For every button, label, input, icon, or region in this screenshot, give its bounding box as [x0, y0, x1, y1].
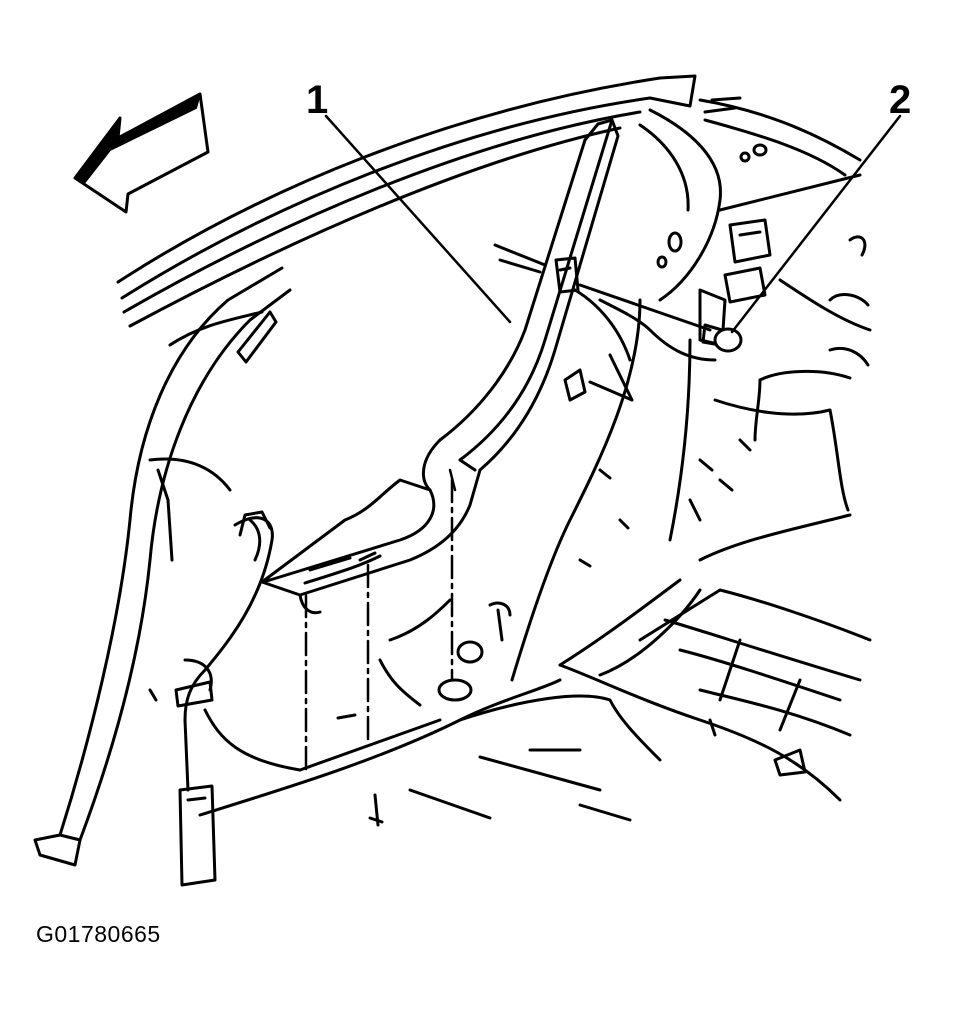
retaining-screw — [580, 285, 741, 351]
rear-roof-area — [700, 98, 870, 365]
installation-guides — [306, 470, 455, 775]
roof-rail — [118, 76, 695, 326]
rear-quarter-panel — [495, 110, 725, 400]
front-pillar — [35, 268, 290, 865]
figure-id: G01780665 — [36, 921, 161, 947]
rear-seat-back — [512, 300, 850, 680]
callout-label-1: 1 — [306, 78, 329, 122]
floor-sill — [200, 600, 660, 825]
callout-label-2: 2 — [889, 78, 912, 122]
center-pillar-trim — [262, 120, 618, 613]
leader-1 — [326, 116, 510, 322]
leader-2 — [732, 116, 900, 332]
callout-leaders — [326, 116, 900, 332]
seat-belt — [176, 512, 300, 885]
rear-seat-cushion — [560, 590, 870, 800]
forward-arrow-icon — [75, 94, 208, 212]
